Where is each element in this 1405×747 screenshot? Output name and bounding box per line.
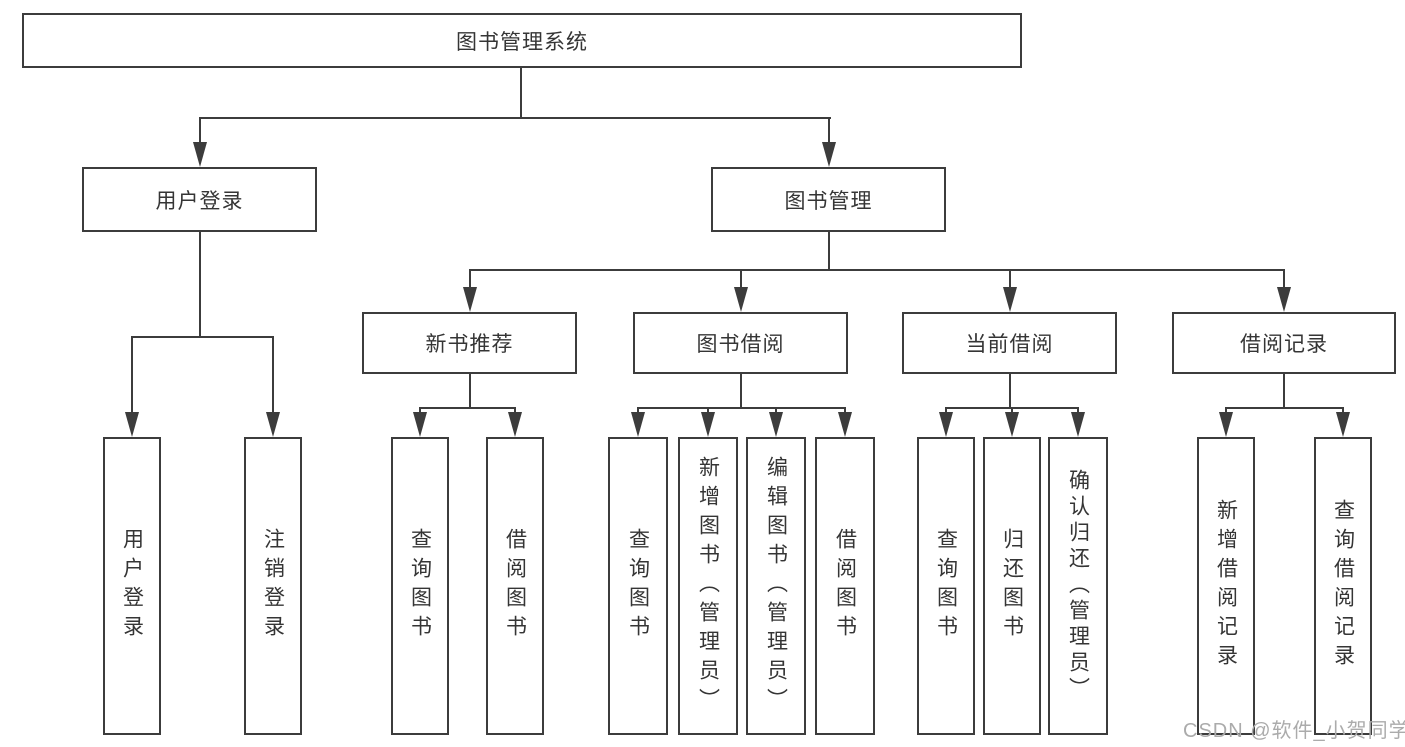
connector-line — [1225, 407, 1227, 416]
connector-line — [828, 232, 830, 271]
node-book-borrow: 图书借阅 — [633, 312, 848, 374]
arrow-down-icon — [193, 142, 207, 167]
leaf-query-borrow-record: 查询借阅记录 — [1314, 437, 1372, 735]
connector-line — [469, 374, 471, 408]
leaf-borrow-books: 借阅图书 — [815, 437, 875, 735]
connector-line — [1283, 374, 1285, 408]
connector-line — [1009, 269, 1011, 290]
connector-line — [419, 407, 421, 416]
leaf-confirm-return-admin: 确认归还（管理员） — [1048, 437, 1108, 735]
arrow-down-icon — [631, 412, 645, 437]
arrow-down-icon — [508, 412, 522, 437]
connector-line — [740, 374, 742, 408]
connector-line — [520, 68, 522, 118]
leaf-label: 注销登录 — [261, 528, 285, 644]
connector-line — [131, 336, 133, 415]
node-current-borrow: 当前借阅 — [902, 312, 1117, 374]
arrow-down-icon — [822, 142, 836, 167]
arrow-down-icon — [1005, 412, 1019, 437]
leaf-add-borrow-record: 新增借阅记录 — [1197, 437, 1255, 735]
connector-line — [637, 407, 639, 416]
node-book-management: 图书管理 — [711, 167, 946, 232]
watermark: CSDN @软件_小贺同学 — [1183, 720, 1405, 742]
connector-line — [199, 232, 201, 338]
connector-line — [199, 117, 831, 119]
leaf-edit-books-admin: 编辑图书（管理员） — [746, 437, 806, 735]
leaf-label: 查询图书 — [408, 528, 432, 644]
connector-line — [419, 407, 516, 409]
connector-line — [272, 336, 274, 415]
connector-line — [514, 407, 516, 416]
connector-line — [199, 117, 201, 145]
arrow-down-icon — [734, 287, 748, 312]
leaf-label: 借阅图书 — [833, 528, 857, 644]
leaf-label: 查询图书 — [934, 528, 958, 644]
connector-line — [1283, 269, 1285, 290]
connector-line — [637, 407, 846, 409]
leaf-label: 确认归还（管理员） — [1066, 469, 1090, 703]
arrow-down-icon — [1071, 412, 1085, 437]
node-user-login: 用户登录 — [82, 167, 317, 232]
leaf-label: 借阅图书 — [503, 528, 527, 644]
leaf-query-books-borrow: 查询图书 — [608, 437, 668, 735]
connector-line — [1342, 407, 1344, 416]
arrow-down-icon — [125, 412, 139, 437]
connector-line — [1225, 407, 1344, 409]
leaf-borrow-books-recommend: 借阅图书 — [486, 437, 544, 735]
connector-line — [707, 407, 709, 416]
arrow-down-icon — [413, 412, 427, 437]
leaf-label: 新增借阅记录 — [1214, 499, 1238, 673]
connector-line — [945, 407, 947, 416]
leaf-user-login: 用户登录 — [103, 437, 161, 735]
leaf-query-books-recommend: 查询图书 — [391, 437, 449, 735]
arrow-down-icon — [1003, 287, 1017, 312]
leaf-return-books: 归还图书 — [983, 437, 1041, 735]
leaf-query-books-current: 查询图书 — [917, 437, 975, 735]
connector-line — [469, 269, 471, 290]
arrow-down-icon — [838, 412, 852, 437]
connector-line — [1011, 407, 1013, 416]
arrow-down-icon — [1277, 287, 1291, 312]
leaf-label: 查询图书 — [626, 528, 650, 644]
node-library-management-system: 图书管理系统 — [22, 13, 1022, 68]
connector-line — [131, 336, 274, 338]
arrow-down-icon — [1336, 412, 1350, 437]
leaf-label: 编辑图书（管理员） — [764, 455, 788, 717]
connector-line — [1009, 374, 1011, 408]
leaf-add-books-admin: 新增图书（管理员） — [678, 437, 738, 735]
leaf-label: 新增图书（管理员） — [696, 455, 720, 717]
arrow-down-icon — [1219, 412, 1233, 437]
node-new-book-recommend: 新书推荐 — [362, 312, 577, 374]
leaf-label: 查询借阅记录 — [1331, 499, 1355, 673]
connector-line — [844, 407, 846, 416]
node-borrow-records: 借阅记录 — [1172, 312, 1396, 374]
connector-line — [828, 117, 830, 145]
connector-line — [469, 269, 1285, 271]
connector-line — [1077, 407, 1079, 416]
leaf-logout: 注销登录 — [244, 437, 302, 735]
connector-line — [775, 407, 777, 416]
arrow-down-icon — [701, 412, 715, 437]
arrow-down-icon — [939, 412, 953, 437]
connector-line — [740, 269, 742, 290]
arrow-down-icon — [266, 412, 280, 437]
arrow-down-icon — [463, 287, 477, 312]
leaf-label: 用户登录 — [120, 528, 144, 644]
leaf-label: 归还图书 — [1000, 528, 1024, 644]
arrow-down-icon — [769, 412, 783, 437]
